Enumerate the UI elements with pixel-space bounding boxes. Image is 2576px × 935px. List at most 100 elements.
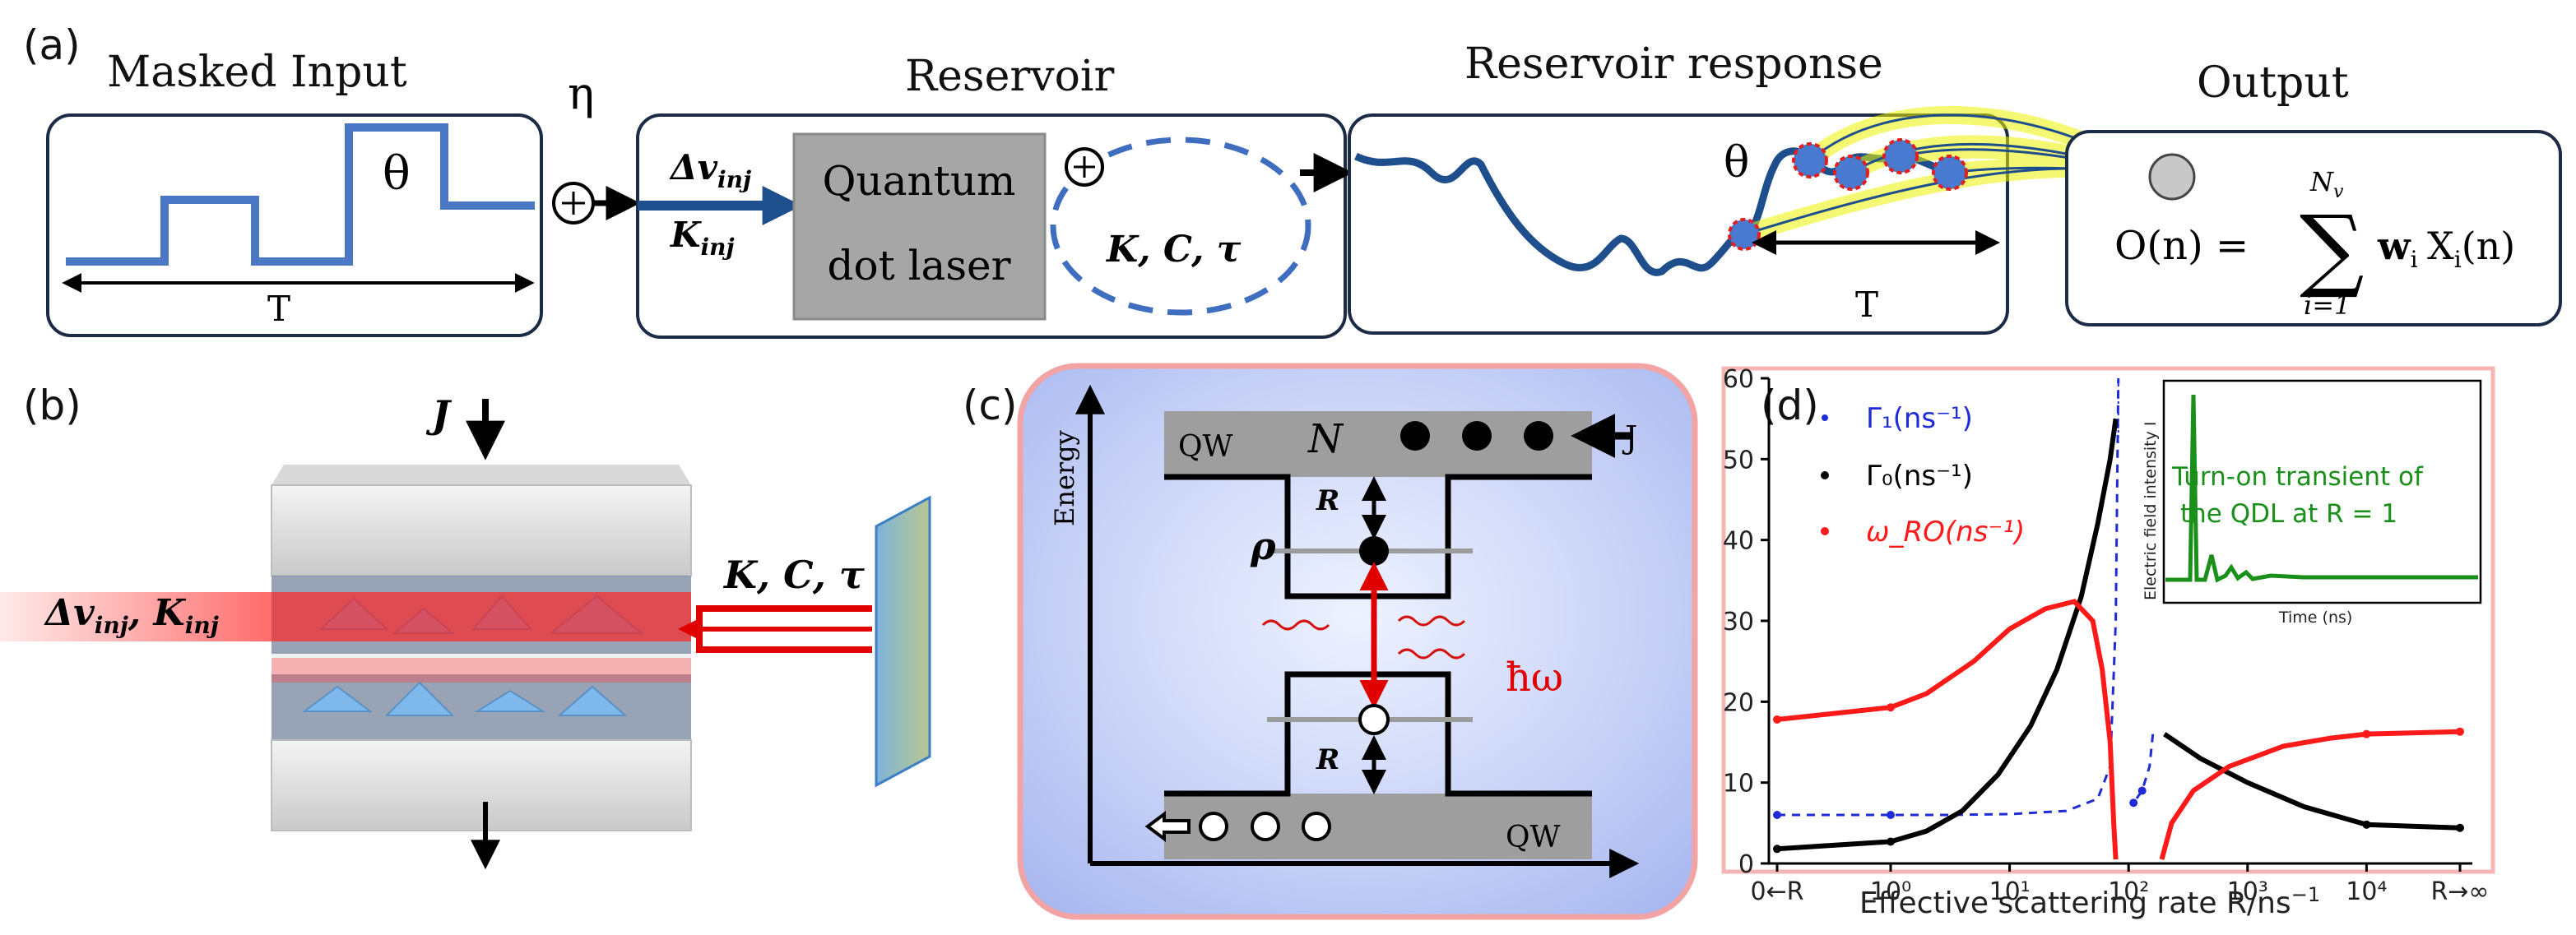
legend-marker-gamma1 — [1822, 414, 1828, 421]
output-node — [2148, 153, 2196, 201]
y-tick-label: 0 — [1738, 850, 1754, 879]
y-tick-label: 30 — [1723, 608, 1754, 636]
x-tick-label: 10⁴ — [2346, 877, 2387, 906]
response-period: T — [1855, 285, 1878, 325]
photons — [1261, 615, 1466, 660]
hbar-omega: ħω — [1506, 655, 1563, 701]
holes — [1199, 812, 1331, 841]
j-label: J — [1622, 419, 1637, 456]
series-layer — [1767, 377, 2472, 865]
r-top-label: R — [1316, 484, 1339, 517]
x-tick-label: 10¹ — [1989, 877, 2030, 906]
panel-b: (b) J Δvinj, Kinj K, C, τ — [0, 382, 931, 870]
current-label: J — [425, 392, 453, 437]
response-theta: θ — [1724, 138, 1749, 187]
series-gamma1-line — [1777, 377, 2120, 817]
laser-beam — [0, 592, 691, 641]
panel-d-label: (d) — [1761, 382, 1819, 429]
virtual-nodes — [1728, 138, 1968, 251]
panel-c: (c) Energy QW N J R ρ ħω R — [963, 363, 1698, 920]
series-omega-ro-line — [1776, 599, 2119, 860]
panel-a-label: (a) — [23, 21, 81, 69]
x-tick-label: 10⁰ — [1870, 877, 1911, 906]
panel-a: (a) Masked Input θ T η Reservoir Δvinj K… — [23, 21, 2562, 339]
injection-label: Δvinj, Kinj — [44, 592, 219, 639]
inset-transient — [2165, 394, 2478, 583]
series-gamma1-point — [1773, 811, 1781, 819]
n-label: N — [1307, 416, 1344, 462]
y-tick-label: 20 — [1723, 688, 1754, 717]
series-gamma0-point — [2456, 823, 2464, 832]
x-tick-label: 10³ — [2227, 877, 2268, 906]
inset-chart: Turn-on transient of the QDL at R = 1 El… — [2142, 379, 2482, 627]
series-omega-ro-point — [2456, 727, 2464, 736]
laser-stack — [271, 465, 692, 831]
mirror — [875, 495, 931, 788]
chart-frame — [1721, 366, 2495, 874]
output-title: Output — [2197, 58, 2349, 108]
legend-omega: ω_RO(ns⁻¹) — [1866, 516, 2025, 549]
beam-lower — [272, 658, 691, 683]
feedback-loop — [1050, 137, 1311, 316]
qd-electron — [1359, 536, 1389, 566]
masked-input-theta: θ — [383, 147, 411, 201]
inset-xlabel: Time (ns) — [2278, 609, 2352, 627]
energy-label: Energy — [1049, 430, 1080, 526]
panel-b-label: (b) — [23, 382, 81, 429]
inset-annotation-1: Turn-on transient of — [2171, 462, 2424, 492]
r-bottom-label: R — [1316, 743, 1339, 776]
inset-annotation-2: the QDL at R = 1 — [2180, 499, 2397, 529]
feedback-params: K, C, τ — [1105, 229, 1242, 271]
x-axis-label: Effective scattering rate R/ns−1 — [1859, 883, 2320, 920]
y-tick-label: 60 — [1723, 365, 1754, 394]
sum-symbol: ∑ — [2300, 196, 2365, 301]
band-diagram-bg — [1017, 363, 1698, 920]
series-gamma1-point — [1887, 811, 1895, 819]
qd-hole — [1358, 704, 1390, 735]
qw-top-label: QW — [1178, 430, 1233, 464]
masked-input-signal — [66, 123, 535, 266]
output-x: Xi(n) — [2427, 224, 2515, 273]
series-gamma0-line-after — [2163, 732, 2461, 831]
series-gamma0-point — [1887, 837, 1895, 846]
output-lhs: O(n) = — [2114, 223, 2249, 269]
delta-v-inj: Δvinj — [669, 147, 751, 193]
x-tick-label: R→∞ — [2431, 877, 2490, 906]
laser-label-2: dot laser — [827, 242, 1010, 289]
qw-bottom-band — [1164, 794, 1592, 859]
sum-upper: Nv — [2309, 166, 2344, 202]
k-inj: Kinj — [670, 215, 735, 261]
legend-marker-omega — [1821, 527, 1829, 535]
series-omega-ro-line-after — [2159, 729, 2461, 860]
y-tick-label: 10 — [1723, 770, 1754, 798]
inset-frame — [2162, 379, 2482, 604]
qw-bottom-label: QW — [1506, 821, 1561, 854]
sum-lower: i=1 — [2304, 289, 2351, 321]
series-omega-ro-point — [1887, 703, 1895, 712]
rho-label: ρ — [1250, 524, 1276, 568]
legend: Γ₁(ns⁻¹) Γ₀(ns⁻¹) ω_RO(ns⁻¹) — [1821, 402, 2025, 549]
qw-top-band — [1164, 411, 1592, 477]
laser-block — [792, 132, 1047, 321]
x-tick-label: 0←R — [1750, 877, 1803, 906]
series-gamma1-point — [2137, 786, 2147, 795]
panel-c-label: (c) — [963, 382, 1018, 429]
laser-label-1: Quantum — [823, 157, 1016, 205]
series-omega-ro-point — [1773, 715, 1781, 724]
series-gamma1-point — [2129, 798, 2138, 808]
feedback-label: K, C, τ — [722, 553, 865, 597]
series-gamma1-line-after — [2132, 734, 2155, 804]
legend-marker-gamma0 — [1821, 471, 1829, 479]
series-omega-ro-point — [2362, 729, 2371, 738]
hole-out-arrow — [1144, 811, 1191, 842]
electrons — [1400, 421, 1553, 451]
series-gamma0-line — [1776, 418, 2119, 852]
legend-gamma1: Γ₁(ns⁻¹) — [1866, 402, 1973, 435]
reservoir-title: Reservoir — [905, 52, 1115, 101]
series-gamma0-point — [2362, 820, 2371, 829]
output-weight: wi — [2377, 224, 2418, 273]
